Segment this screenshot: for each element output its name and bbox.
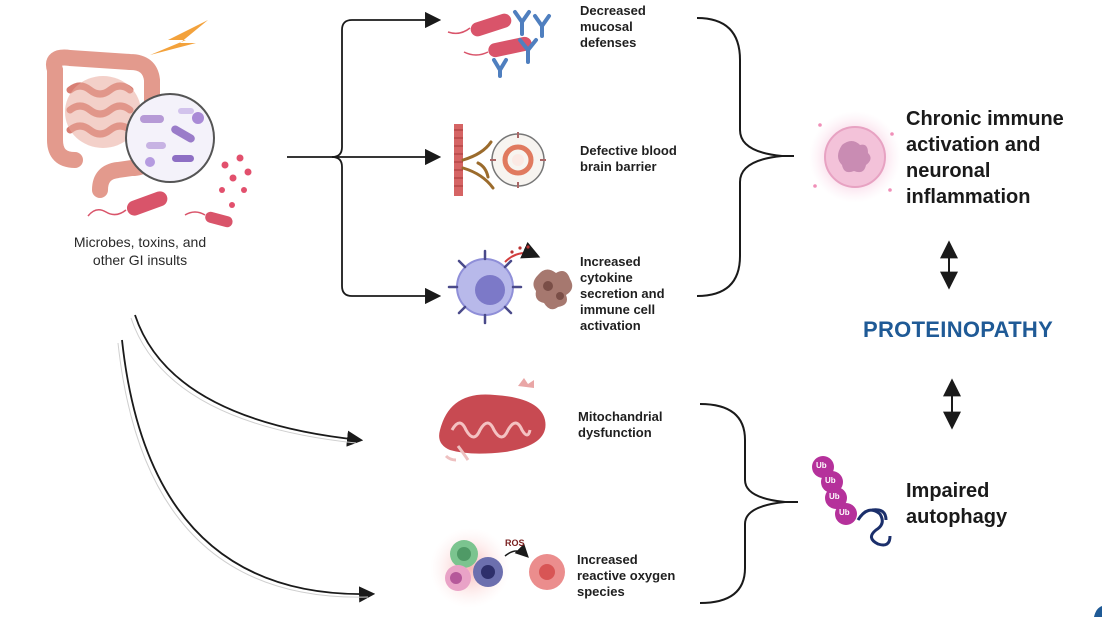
proteinopathy-label: PROTEINOPATHY — [863, 317, 1054, 342]
ub-tag-2: Ub — [825, 476, 836, 485]
antibody-bacteria-icon — [447, 10, 551, 78]
ros-tag: ROS — [505, 538, 525, 548]
inflamed-neuron-icon — [809, 111, 901, 203]
pathway-mucosal-label: Decreased mucosal defenses — [580, 3, 646, 50]
upper-arrows — [287, 11, 442, 305]
ub-tag-1: Ub — [816, 461, 827, 470]
pathway-cytokine-label: Increased cytokine secretion and immune … — [580, 254, 665, 333]
lower-arrows — [121, 314, 376, 603]
bacteria-icon — [87, 154, 252, 228]
pathway-ros-label: Increased reactive oxygen species — [577, 552, 676, 599]
blood-vessel-barrier-icon — [454, 124, 546, 196]
upper-brace — [696, 17, 794, 297]
outcome-autophagy-label: Impaired autophagy — [906, 480, 1008, 528]
ubiquitin-protein-icon — [812, 456, 892, 547]
immune-cell-icon — [447, 241, 573, 325]
ub-tag-3: Ub — [829, 492, 840, 501]
outcome-inflammation-label: Chronic immune activation and neuronal i… — [906, 108, 1064, 208]
lower-brace — [699, 403, 798, 604]
mitochondria-icon — [439, 378, 546, 462]
corner-mark — [1094, 606, 1102, 617]
double-arrows — [940, 240, 961, 430]
lower-arrow-shadows — [117, 317, 369, 598]
source-label: Microbes, toxins, and other GI insults — [73, 234, 207, 268]
ub-tag-4: Ub — [839, 508, 850, 517]
pathway-mitochondrial-label: Mitochandrial dysfunction — [578, 409, 663, 440]
ros-cells-icon — [430, 528, 565, 608]
pathway-bbb-label: Defective blood brain barrier — [580, 143, 677, 174]
microbe-magnifier-icon — [125, 93, 215, 183]
lightning-icon — [150, 20, 208, 55]
